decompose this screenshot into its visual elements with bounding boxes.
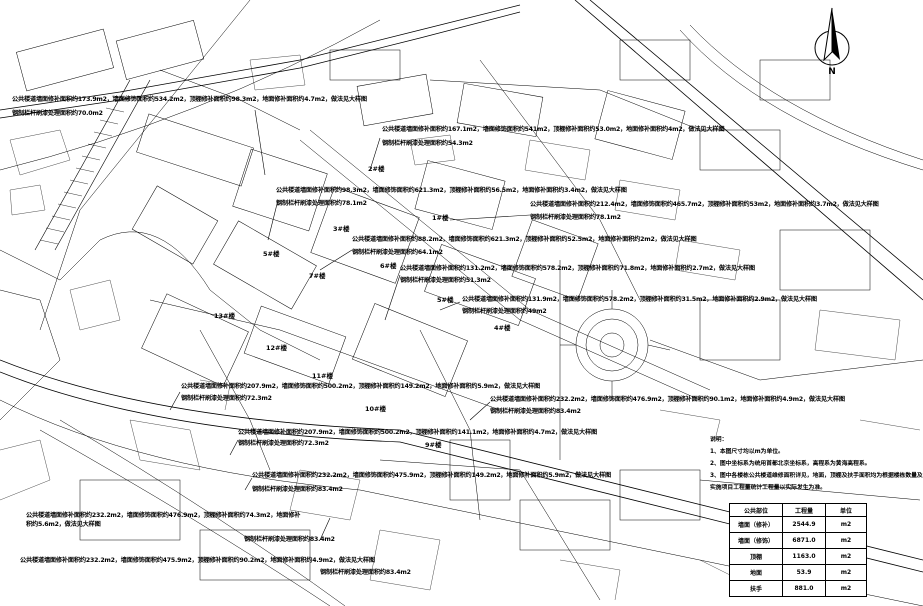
notes-item: 实施项目工程量统计工程量以实际发生为准。	[710, 485, 826, 491]
table-row: 墙面（修饰） 6871.0 m2	[729, 532, 867, 549]
building-label: 13#楼	[214, 312, 235, 320]
annotation-11-line2: 钢制栏杆刷漆处理面积约83.4m2	[252, 486, 343, 493]
table-cell: 墙面（修补）	[729, 516, 783, 533]
notes-title: 说明：	[710, 437, 728, 443]
annotation-1-line2: 钢制栏杆刷漆处理面积约70.0m2	[12, 110, 103, 117]
table-header: 单位	[825, 503, 867, 517]
annotation-6: 公共楼道墙面修补面积约131.2m2，墙面修饰面积约578.2m2，顶棚修补面积…	[400, 265, 755, 285]
table-cell: m2	[825, 580, 867, 597]
notes-block: 说明： 1、本图尺寸均以m为单位。 2、图中坐标系为统用首都北京坐标系，高程系为…	[710, 434, 923, 494]
annotation-10-line2: 钢制栏杆刷漆处理面积约72.3m2	[238, 440, 329, 447]
table-cell: 墙面（修饰）	[729, 532, 783, 549]
annotation-13-line1: 钢制栏杆刷漆处理面积约83.4m2	[244, 536, 335, 543]
table-row: 扶手 881.0 m2	[729, 580, 867, 597]
notes-item: 3、图中各楼栋公共楼道维修面积详见，地面，顶棚及扶手面积均为根据楼栋数量及	[710, 473, 923, 479]
annotation-2-line2: 钢制栏杆刷漆处理面积约54.3m2	[382, 140, 473, 147]
annotation-3: 公共楼道墙面修补面积约98.3m2，墙面修饰面积约621.3m2，顶棚修补面积约…	[276, 187, 627, 208]
table-cell: m2	[825, 548, 867, 565]
building-label: 4#楼	[494, 324, 511, 332]
building-label: 2#楼	[368, 165, 385, 173]
annotation-4: 公共楼道墙面修补面积约212.4m2，墙面修饰面积约465.7m2，顶棚修补面积…	[530, 201, 879, 222]
table-cell: m2	[825, 564, 867, 581]
table-cell: m2	[825, 532, 867, 549]
annotation-8: 公共楼道墙面修补面积约207.9m2，墙面修饰面积约500.2m2，顶棚修补面积…	[181, 383, 540, 403]
annotation-5: 公共楼道墙面修补面积约88.2m2，墙面修饰面积约621.3m2，顶棚修补面积约…	[352, 236, 697, 257]
building-label: 7#楼	[309, 272, 326, 280]
annotation-12-line2: 积约5.6m2，做法见大样图	[26, 521, 101, 528]
annotation-14: 公共楼道墙面修补面积约232.2m2，墙面修饰面积约475.9m2，顶棚修补面积…	[20, 557, 411, 577]
table-cell: 881.0	[782, 580, 826, 597]
table-cell: 地面	[729, 564, 783, 581]
building-label: 5#楼	[437, 296, 454, 304]
table-cell: 53.9	[782, 564, 826, 581]
annotation-3-line2: 钢制栏杆刷漆处理面积约78.1m2	[276, 200, 367, 207]
quantity-table: 公共部位 工程量 单位 墙面（修补） 2544.9 m2 墙面（修饰） 6871…	[729, 503, 867, 597]
table-header-row: 公共部位 工程量 单位	[729, 503, 867, 517]
annotation-9: 公共楼道墙面修补面积约232.2m2，墙面修饰面积约476.9m2，顶棚修补面积…	[490, 396, 845, 416]
table-header: 公共部位	[729, 503, 783, 517]
annotation-7-line2: 钢制栏杆刷漆处理面积约49m2	[462, 308, 547, 315]
annotation-12-line1: 公共楼道墙面修补面积约232.2m2，墙面修饰面积约476.9m2，顶棚修补面积…	[26, 512, 301, 519]
building-label: 9#楼	[425, 441, 442, 449]
annotation-14-line2: 钢制栏杆刷漆处理面积约83.4m2	[320, 569, 411, 576]
annotation-5-line2: 钢制栏杆刷漆处理面积约64.1m2	[352, 249, 443, 256]
annotation-1: 公共楼道墙面修补面积约173.9m2，墙面修饰面积约534.2m2，顶棚修补面积…	[12, 96, 367, 118]
annotation-12: 公共楼道墙面修补面积约232.2m2，墙面修饰面积约476.9m2，顶棚修补面积…	[26, 512, 300, 529]
annotation-10-line1: 公共楼道墙面修补面积约207.9m2，墙面修饰面积约500.2m2，顶棚修补面积…	[238, 429, 597, 436]
building-label: 10#楼	[365, 405, 386, 413]
annotation-9-line2: 钢制栏杆刷漆处理面积约83.4m2	[490, 408, 581, 415]
notes-item: 2、图中坐标系为统用首都北京坐标系，高程系为黄海高程系。	[710, 461, 871, 467]
table-cell: 1163.0	[782, 548, 826, 565]
annotation-1-line1: 公共楼道墙面修补面积约173.9m2，墙面修饰面积约534.2m2，顶棚修补面积…	[12, 96, 367, 103]
building-label: 11#楼	[312, 372, 333, 380]
annotation-9-line1: 公共楼道墙面修补面积约232.2m2，墙面修饰面积约476.9m2，顶棚修补面积…	[490, 396, 845, 403]
table-row: 墙面（修补） 2544.9 m2	[729, 516, 867, 533]
table-row: 顶棚 1163.0 m2	[729, 548, 867, 565]
annotation-7: 公共楼道墙面修补面积约131.9m2，墙面修饰面积约578.2m2，顶棚修补面积…	[462, 296, 817, 316]
annotation-6-line1: 公共楼道墙面修补面积约131.2m2，墙面修饰面积约578.2m2，顶棚修补面积…	[400, 265, 755, 272]
table-header: 工程量	[782, 503, 826, 517]
table-cell: 扶手	[729, 580, 783, 597]
table-cell: 2544.9	[782, 516, 826, 533]
annotation-4-line1: 公共楼道墙面修补面积约212.4m2，墙面修饰面积约465.7m2，顶棚修补面积…	[530, 201, 879, 208]
building-label: 5#楼	[263, 250, 280, 258]
annotation-8-line1: 公共楼道墙面修补面积约207.9m2，墙面修饰面积约500.2m2，顶棚修补面积…	[181, 383, 540, 390]
table-row: 地面 53.9 m2	[729, 564, 867, 581]
building-label: 3#楼	[333, 225, 350, 233]
building-label: 12#楼	[266, 344, 287, 352]
annotation-13: 钢制栏杆刷漆处理面积约83.4m2	[244, 536, 335, 544]
annotation-10: 公共楼道墙面修补面积约207.9m2，墙面修饰面积约500.2m2，顶棚修补面积…	[238, 429, 597, 448]
annotation-14-line1: 公共楼道墙面修补面积约232.2m2，墙面修饰面积约475.9m2，顶棚修补面积…	[20, 557, 375, 564]
annotation-6-line2: 钢制栏杆刷漆处理面积约51.3m2	[400, 277, 491, 284]
annotation-8-line2: 钢制栏杆刷漆处理面积约72.3m2	[181, 395, 272, 402]
notes-item: 1、本图尺寸均以m为单位。	[710, 449, 784, 455]
table-cell: m2	[825, 516, 867, 533]
north-label: N	[828, 67, 836, 77]
table-cell: 顶棚	[729, 548, 783, 565]
annotation-4-line2: 钢制栏杆刷漆处理面积约78.1m2	[530, 214, 621, 221]
annotation-7-line1: 公共楼道墙面修补面积约131.9m2，墙面修饰面积约578.2m2，顶棚修补面积…	[462, 296, 817, 303]
annotation-2: 公共楼道墙面修补面积约167.1m2，墙面修饰面积约541m2，顶棚修补面积约5…	[382, 126, 725, 148]
building-label: 1#楼	[432, 214, 449, 222]
annotation-5-line1: 公共楼道墙面修补面积约88.2m2，墙面修饰面积约621.3m2，顶棚修补面积约…	[352, 236, 697, 243]
annotation-3-line1: 公共楼道墙面修补面积约98.3m2，墙面修饰面积约621.3m2，顶棚修补面积约…	[276, 187, 627, 194]
annotation-2-line1: 公共楼道墙面修补面积约167.1m2，墙面修饰面积约541m2，顶棚修补面积约5…	[382, 126, 725, 133]
north-arrow-icon: N	[814, 7, 850, 77]
annotation-11: 公共楼道墙面修补面积约232.2m2，墙面修饰面积约475.9m2，顶棚修补面积…	[252, 472, 611, 494]
building-label: 6#楼	[380, 262, 397, 270]
annotation-11-line1: 公共楼道墙面修补面积约232.2m2，墙面修饰面积约475.9m2，顶棚修补面积…	[252, 472, 611, 479]
table-cell: 6871.0	[782, 532, 826, 549]
